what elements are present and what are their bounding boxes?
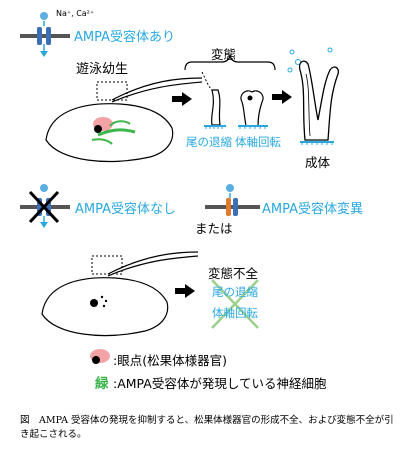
failed-axis-rotation-label: 体軸回転 (212, 306, 258, 320)
larva-label: 遊泳幼生 (76, 62, 129, 77)
metamorphosis-bracket (184, 54, 276, 71)
adult-label: 成体 (305, 155, 331, 170)
receptor-mutant-icon (205, 184, 260, 216)
arrow-1-icon (172, 92, 192, 106)
axis-rotation-figure (238, 90, 268, 129)
tail-regression-label: 尾の退縮 (186, 135, 232, 149)
legend-green-label: :AMPA受容体が発現している神経細胞 (113, 376, 327, 391)
receptor-present-label: AMPA受容体あり (74, 30, 176, 45)
figure-caption: 図 AMPA 受容体の発現を抑制すると、松果体様器官の形成不全、および変態不全が… (20, 415, 394, 440)
adult-figure (287, 47, 340, 145)
receptor-mutant-label: AMPA受容体変異 (262, 202, 364, 217)
receptor-absent-label: AMPA受容体なし (75, 202, 177, 217)
eyespot-legend-icon (90, 349, 110, 364)
axis-rotation-label: 体軸回転 (235, 135, 281, 149)
arrow-3-icon (175, 284, 195, 298)
larva-defective-figure (41, 251, 199, 337)
incomplete-metamorphosis-label: 変態不全 (208, 266, 259, 281)
ions-label: Na⁺, Ca²⁺ (56, 9, 95, 18)
receptor-normal-icon (20, 12, 70, 57)
failed-cross-icon (211, 279, 259, 329)
or-label: または (195, 221, 233, 236)
receptor-absent-icon (20, 184, 70, 228)
tail-regression-figure (201, 71, 226, 129)
metamorphosis-label: 変態 (211, 47, 237, 62)
arrow-2-icon (272, 90, 292, 104)
legend-eyespot-label: :眼点(松果体様器官) (113, 353, 227, 368)
failed-tail-regression-label: 尾の退縮 (212, 285, 258, 299)
legend-green-symbol: 緑 (95, 376, 109, 392)
larva-normal-figure (45, 77, 203, 163)
